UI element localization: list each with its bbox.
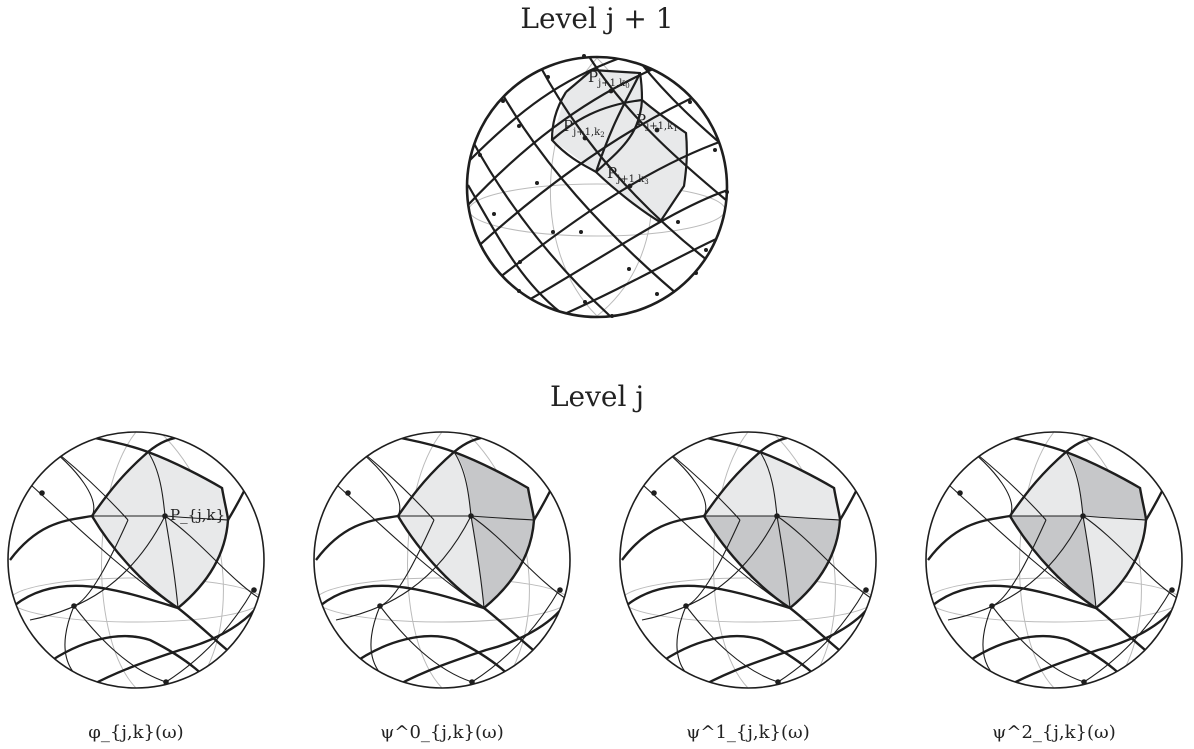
- top-labeled-points: [582, 88, 660, 189]
- grid-point: [957, 490, 963, 496]
- top-sample-points: [478, 54, 729, 318]
- sphere-label-2: ψ^1_{j,k}(ω): [686, 722, 810, 743]
- center-point-label: P_{j,k}: [170, 506, 225, 524]
- grid-point: [1081, 679, 1087, 685]
- cell-1: [760, 452, 840, 520]
- grid-point: [251, 587, 257, 593]
- grid-point: [863, 587, 869, 593]
- grid-point: [1169, 587, 1175, 593]
- grid-point: [345, 490, 351, 496]
- grid-point: [651, 490, 657, 496]
- sphere-2: ψ^1_{j,k}(ω): [619, 431, 877, 743]
- sphere-1: ψ^0_{j,k}(ω): [313, 431, 571, 743]
- grid-point: [469, 679, 475, 685]
- grid-point: [162, 513, 168, 519]
- grid-point: [775, 679, 781, 685]
- cell-3: [471, 516, 534, 608]
- grid-point: [71, 603, 77, 609]
- grid-point: [468, 513, 474, 519]
- grid-point: [1080, 513, 1086, 519]
- cell-0: [92, 452, 165, 516]
- top-title: Level j + 1: [520, 2, 673, 35]
- cell-1: [1066, 452, 1146, 520]
- grid-point: [989, 603, 995, 609]
- bottom-spheres: P_{j,k} φ_{j,k}(ω) ψ^0_{j,k}(ω) ψ^1_{j,k}(ω…: [7, 431, 1183, 743]
- grid-point: [377, 603, 383, 609]
- cell-3: [1083, 516, 1146, 608]
- sphere-label-1: ψ^0_{j,k}(ω): [380, 722, 504, 743]
- cell-1: [148, 452, 228, 520]
- bottom-title: Level j: [550, 380, 644, 413]
- grid-point: [39, 490, 45, 496]
- grid-point: [683, 603, 689, 609]
- cell-0: [704, 452, 777, 516]
- cell-3: [777, 516, 840, 608]
- sphere-label-3: ψ^2_{j,k}(ω): [992, 722, 1116, 743]
- sphere-0: P_{j,k} φ_{j,k}(ω): [7, 431, 265, 743]
- cell-0: [1010, 452, 1083, 516]
- top-sphere: Pj+1,k0 Pj+1,k1 Pj+1,k2 Pj+1,k3: [465, 54, 729, 319]
- grid-point: [774, 513, 780, 519]
- grid-point: [163, 679, 169, 685]
- cell-0: [398, 452, 471, 516]
- sphere-label-0: φ_{j,k}(ω): [88, 722, 183, 743]
- cell-1: [454, 452, 534, 520]
- cell-3: [165, 516, 228, 608]
- grid-point: [557, 587, 563, 593]
- sphere-3: ψ^2_{j,k}(ω): [925, 431, 1183, 743]
